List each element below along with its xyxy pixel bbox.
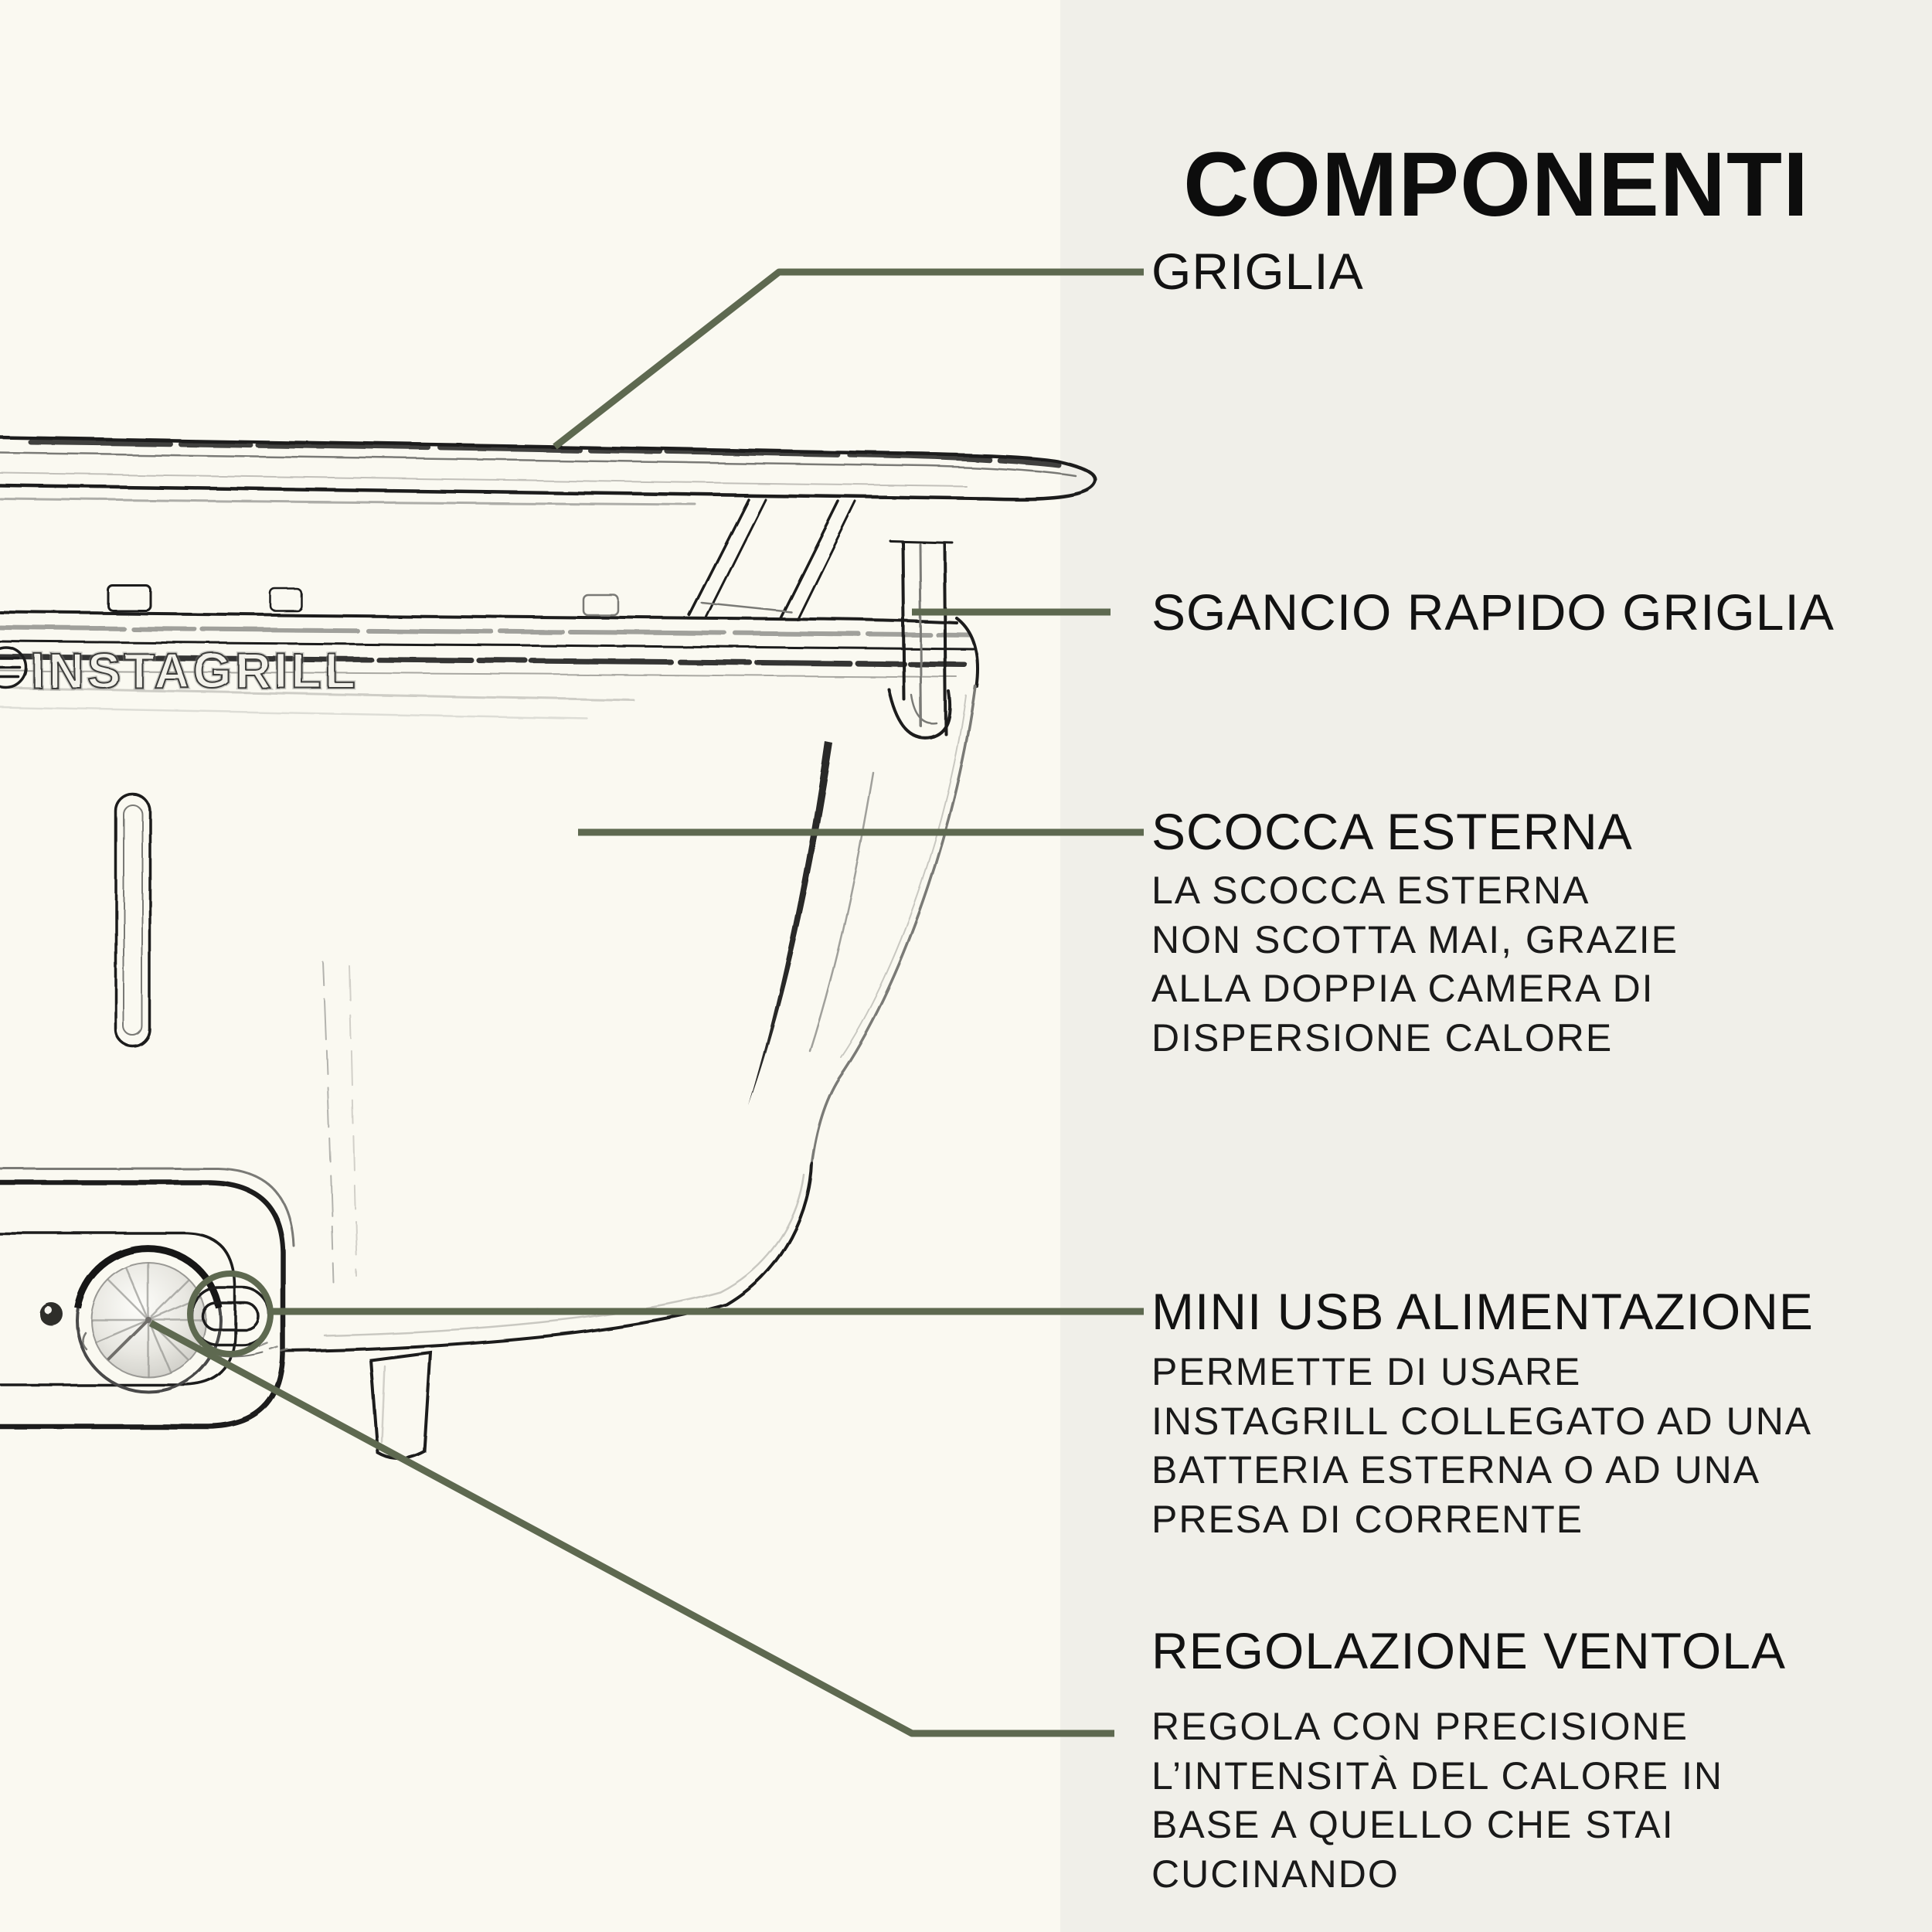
usb-highlight-circle	[187, 1270, 274, 1357]
body-line: INSTAGRILL COLLEGATO AD UNA	[1151, 1399, 1813, 1443]
page-title: COMPONENTI	[1183, 134, 1809, 236]
section-label-scocca-esterna: SCOCCA ESTERNA	[1151, 803, 1633, 860]
leader-griglia	[553, 268, 1144, 450]
body-line: REGOLA CON PRECISIONE	[1151, 1705, 1689, 1748]
right-panel	[1060, 0, 1932, 1932]
outer-shell-illustration	[114, 685, 977, 1352]
section-label-sgancio-rapido: SGANCIO RAPIDO GRIGLIA	[1151, 583, 1835, 641]
led-indicator-icon	[39, 1302, 63, 1325]
body-line: PERMETTE DI USARE	[1151, 1350, 1582, 1393]
quick-release-clip-illustration	[887, 539, 954, 740]
logo-text-shadow: INSTAGRILL	[31, 643, 359, 699]
body-rim-illustration	[0, 584, 980, 720]
logo-text: INSTAGRILL	[31, 643, 359, 699]
instagrill-wordmark: INSTAGRILL INSTAGRILL	[29, 641, 359, 701]
section-label-griglia: GRIGLIA	[1151, 243, 1364, 300]
vent-slot-icon	[114, 793, 151, 1048]
leader-regolazione	[148, 1320, 1114, 1737]
section-body-mini-usb: PERMETTE DI USARE INSTAGRILL COLLEGATO A…	[1151, 1348, 1812, 1544]
grill-rack-illustration	[0, 435, 1098, 506]
rack-support-illustration	[688, 498, 857, 621]
section-body-scocca-esterna: LA SCOCCA ESTERNA NON SCOTTA MAI, GRAZIE…	[1151, 866, 1679, 1063]
instagrill-logo-icon	[0, 646, 28, 689]
section-label-regolazione-ventola: REGOLAZIONE VENTOLA	[1151, 1622, 1786, 1679]
leader-lines	[148, 268, 1144, 1737]
body-line: PRESA DI CORRENTE	[1151, 1497, 1584, 1541]
body-line: LA SCOCCA ESTERNA	[1151, 869, 1590, 912]
section-label-mini-usb: MINI USB ALIMENTAZIONE	[1151, 1283, 1814, 1340]
body-line: BASE A QUELLO CHE STAI	[1151, 1803, 1675, 1846]
body-line: L’INTENSITÀ DEL CALORE IN	[1151, 1753, 1723, 1798]
body-line: DISPERSIONE CALORE	[1151, 1015, 1614, 1060]
body-line: CUCINANDO	[1151, 1852, 1400, 1896]
body-line: NON SCOTTA MAI, GRAZIE	[1151, 917, 1679, 961]
control-panel-illustration	[0, 1167, 295, 1430]
fan-knob-icon	[73, 1245, 223, 1393]
body-line: ALLA DOPPIA CAMERA DI	[1151, 967, 1655, 1010]
body-line: BATTERIA ESTERNA O AD UNA	[1151, 1448, 1761, 1492]
section-body-regolazione-ventola: REGOLA CON PRECISIONE L’INTENSITÀ DEL CA…	[1151, 1702, 1723, 1899]
